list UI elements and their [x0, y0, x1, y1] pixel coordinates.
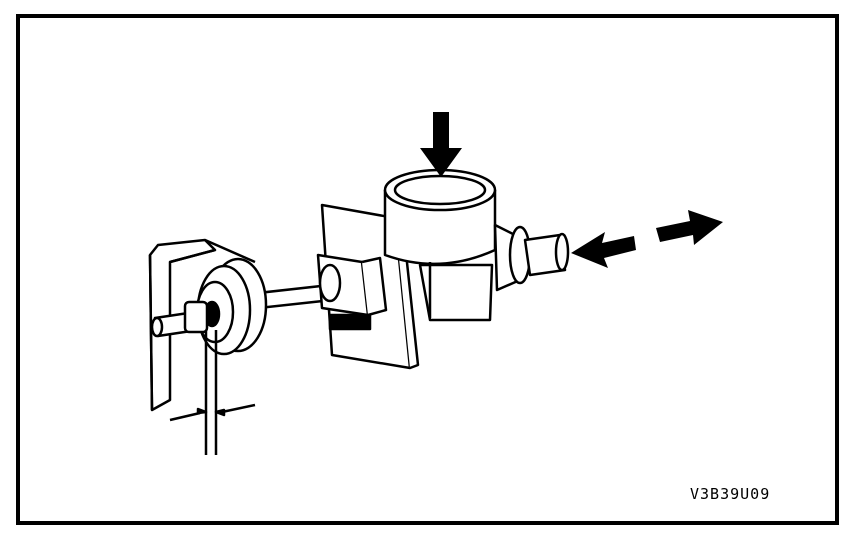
valve-body: [383, 168, 497, 322]
gap-measurement: [169, 330, 256, 455]
figure-reference-code: V3B39U09: [690, 485, 771, 503]
adjusting-nut: [150, 300, 209, 338]
clevis-block: [316, 253, 388, 331]
mounting-bracket: [148, 238, 256, 412]
left-arrow-icon: [571, 232, 636, 268]
outlet-port: [493, 223, 570, 292]
right-arrow-icon: [656, 210, 723, 245]
down-arrow-icon: [420, 112, 462, 177]
